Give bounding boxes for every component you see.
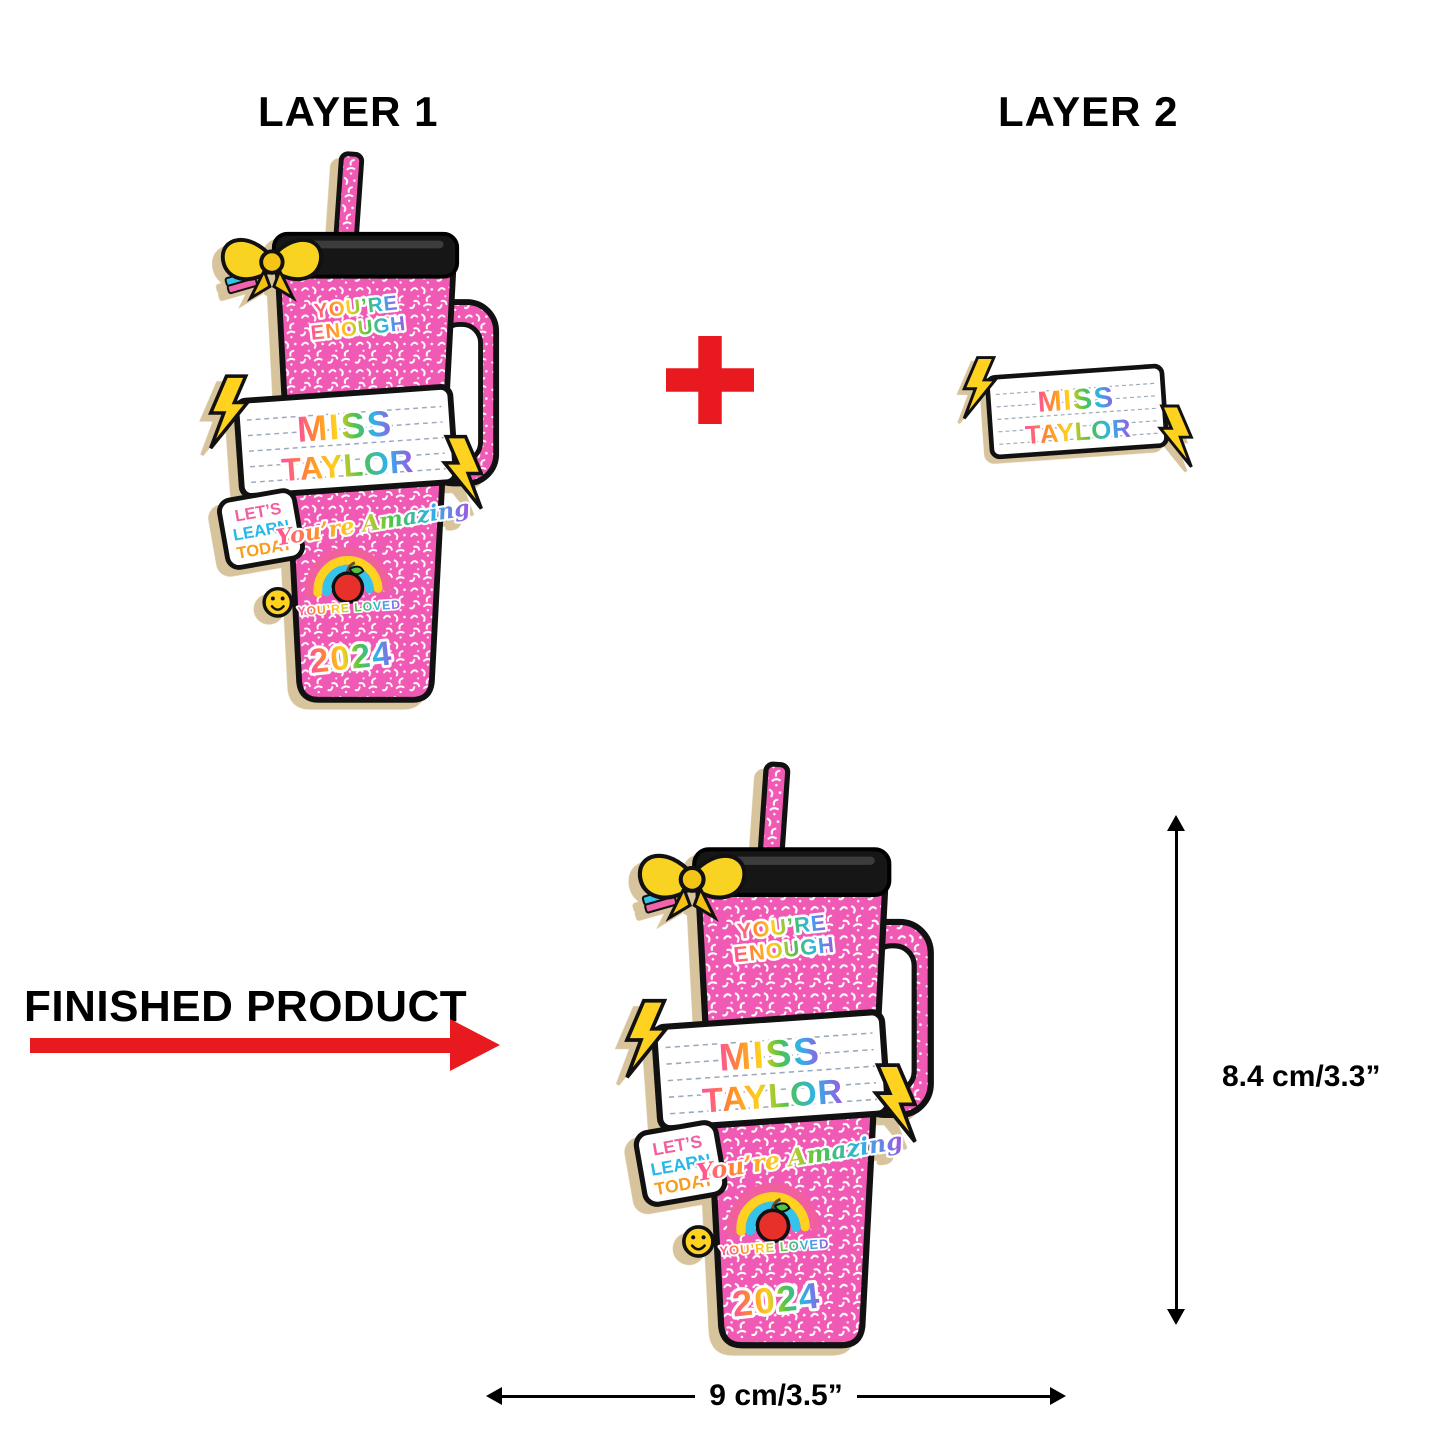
dimension-line	[856, 1394, 1051, 1398]
arrow-right-icon	[30, 1038, 452, 1053]
height-dimension-label: 8.4 cm/3.3”	[1222, 1060, 1381, 1093]
tumbler-art: YOU’RE ENOUGH MISS TAYLOR LET’S LEARN TO…	[625, 761, 934, 1349]
width-dimension-arrow: 9 cm/3.5”	[486, 1378, 1067, 1414]
apple-icon	[331, 561, 365, 604]
arrow-left-icon	[486, 1387, 502, 1405]
sticker-youre-enough: YOU’RE ENOUGH	[730, 907, 839, 970]
name-plate: MISS TAYLOR	[985, 363, 1169, 460]
plate-name-line1: MISS	[296, 402, 395, 450]
tumbler-layer1: YOU’RE ENOUGH MISS TAYLOR LET’S LEARN TO…	[190, 148, 502, 733]
tumbler-finished: YOU’RE ENOUGH MISS TAYLOR LET’S LEARN TO…	[605, 758, 937, 1381]
name-plate: MISS TAYLOR	[651, 1009, 891, 1132]
plus-icon	[666, 336, 754, 424]
smiley-icon	[262, 586, 294, 618]
arrow-down-icon	[1167, 1309, 1185, 1325]
tumbler-art: YOU’RE ENOUGH MISS TAYLOR LET’S LEARN TO…	[208, 151, 500, 703]
layer1-title: LAYER 1	[258, 88, 439, 135]
name-plate: MISS TAYLOR	[233, 384, 459, 499]
sticker-lets-learn-today: LET’S LEARN TODAY	[633, 1120, 728, 1207]
smiley-icon	[682, 1225, 715, 1258]
arrow-right-head-icon	[450, 1019, 500, 1071]
dimension-line	[1174, 831, 1178, 1309]
width-dimension-label: 9 cm/3.5”	[709, 1379, 843, 1412]
height-dimension-arrow	[1167, 815, 1185, 1325]
layer2-title: LAYER 2	[998, 88, 1179, 135]
sticker-lets-learn-today: LET’S LEARN TODAY	[217, 488, 305, 570]
arrow-up-icon	[1167, 815, 1185, 831]
plate-name-line1: MISS	[718, 1030, 823, 1080]
dimension-line	[502, 1394, 696, 1398]
name-plate-layer2: MISS TAYLOR	[952, 356, 1202, 473]
plate-name-line1: MISS	[1037, 382, 1116, 419]
arrow-right-end-icon	[1050, 1387, 1067, 1405]
bow-icon	[220, 238, 323, 302]
apple-icon	[755, 1197, 791, 1244]
finished-product-label: FINISHED PRODUCT	[24, 982, 468, 1031]
bow-icon	[637, 853, 747, 922]
